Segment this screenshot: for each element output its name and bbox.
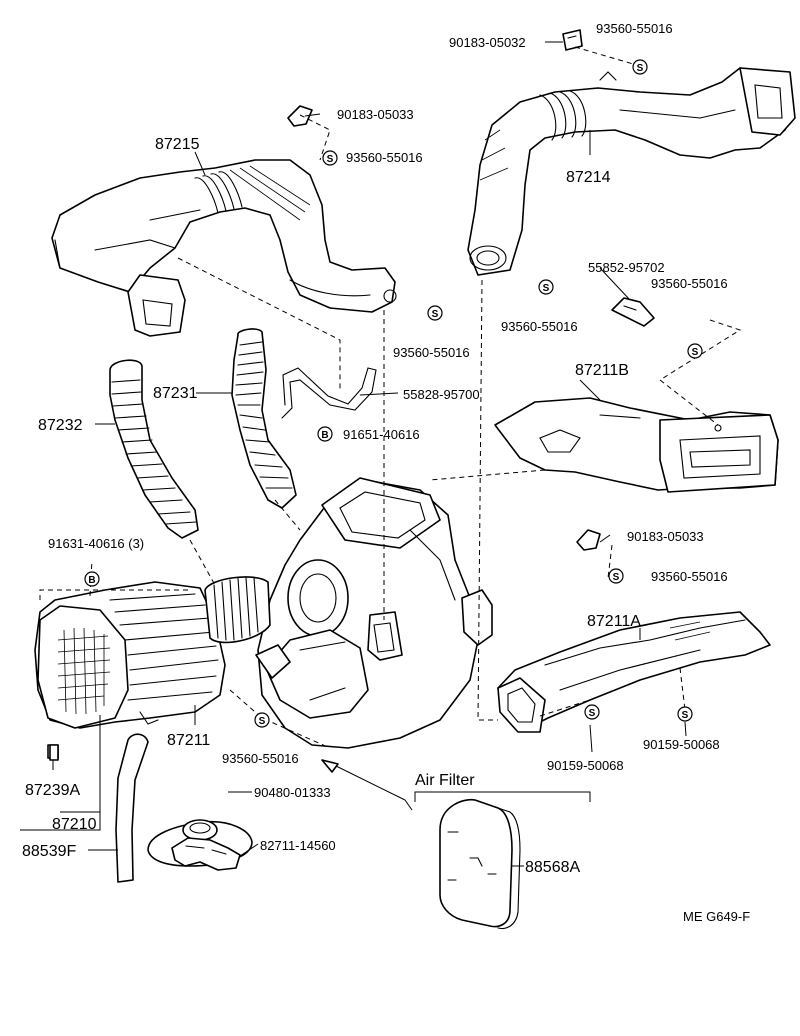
drain-tube-88539F <box>115 733 149 883</box>
label-93560-55016-b: 93560-55016 <box>346 150 423 165</box>
svg-text:S: S <box>637 63 644 74</box>
symbol-b-1: B <box>317 426 333 442</box>
figure-code: ME G649-F <box>683 909 750 924</box>
svg-text:S: S <box>543 283 550 294</box>
svg-text:B: B <box>88 575 95 586</box>
hose-87231 <box>231 328 297 509</box>
symbol-s-9: S <box>677 706 693 722</box>
label-82711-14560: 82711-14560 <box>260 838 336 853</box>
label-87215: 87215 <box>155 136 200 153</box>
label-90183-05033-b: 90183-05033 <box>627 529 704 544</box>
label-90183-05033-a: 90183-05033 <box>337 107 414 122</box>
label-93560-55016-c: 93560-55016 <box>651 276 728 291</box>
bolt-87239A-shape <box>49 744 59 761</box>
label-91631-40616: 91631-40616 (3) <box>48 536 144 551</box>
leader-lines <box>20 41 687 867</box>
svg-text:S: S <box>613 572 620 583</box>
label-93560-55016-g: 93560-55016 <box>222 751 299 766</box>
filter-element-88568A <box>439 798 521 930</box>
label-93560-55016-e: 93560-55016 <box>393 345 470 360</box>
duct-87214 <box>467 67 796 276</box>
symbol-s-5: S <box>427 305 443 321</box>
label-air-filter: Air Filter <box>415 772 475 789</box>
svg-text:S: S <box>682 710 689 721</box>
clip-90183-05033-lower-shape <box>576 529 601 551</box>
svg-text:S: S <box>589 708 596 719</box>
svg-text:S: S <box>327 154 334 165</box>
arrow-head <box>321 759 339 773</box>
symbol-s-4: S <box>687 343 703 359</box>
wire-clip-55828 <box>281 367 377 419</box>
label-88568A: 88568A <box>525 859 580 876</box>
blower-housing-87211 <box>255 477 493 749</box>
symbol-s-3: S <box>538 279 554 295</box>
label-87211B: 87211B <box>575 362 629 379</box>
label-93560-55016-d: 93560-55016 <box>501 319 578 334</box>
symbol-s-1: S <box>632 59 648 75</box>
label-87211: 87211 <box>167 732 210 749</box>
clip-90183-05033-upper-shape <box>287 105 313 127</box>
label-93560-55016-f: 93560-55016 <box>651 569 728 584</box>
label-55828-95700: 55828-95700 <box>403 387 480 402</box>
label-87232: 87232 <box>38 417 83 434</box>
symbol-s-2: S <box>322 150 338 166</box>
clip-55852-shape <box>611 297 655 327</box>
svg-text:S: S <box>432 309 439 320</box>
clip-90183-05032-shape <box>562 29 583 51</box>
svg-text:B: B <box>321 430 328 441</box>
air-filter-case-87210 <box>34 576 271 759</box>
label-87214: 87214 <box>566 169 611 186</box>
clamp-82711 <box>171 837 241 871</box>
svg-text:S: S <box>692 347 699 358</box>
label-87210: 87210 <box>52 816 97 833</box>
symbol-s-6: S <box>608 568 624 584</box>
hose-87232 <box>109 359 199 539</box>
symbol-b-2: B <box>84 571 100 587</box>
label-87211A: 87211A <box>587 613 641 630</box>
symbol-s-7: S <box>254 712 270 728</box>
label-87231: 87231 <box>153 385 198 402</box>
duct-87211A <box>497 611 771 733</box>
duct-87211B <box>494 397 779 493</box>
label-90480-01333: 90480-01333 <box>254 785 331 800</box>
label-90183-05032: 90183-05032 <box>449 35 526 50</box>
svg-text:S: S <box>259 716 266 727</box>
label-55852-95702: 55852-95702 <box>588 260 665 275</box>
label-93560-55016-a: 93560-55016 <box>596 21 673 36</box>
label-90159-50068-b: 90159-50068 <box>643 737 720 752</box>
label-91651-40616: 91651-40616 <box>343 427 420 442</box>
duct-87215 <box>51 159 397 337</box>
label-90159-50068-a: 90159-50068 <box>547 758 624 773</box>
assembly-lines <box>39 46 742 749</box>
symbol-s-8: S <box>584 704 600 720</box>
label-87239A: 87239A <box>25 782 80 799</box>
label-88539F: 88539F <box>22 843 76 860</box>
